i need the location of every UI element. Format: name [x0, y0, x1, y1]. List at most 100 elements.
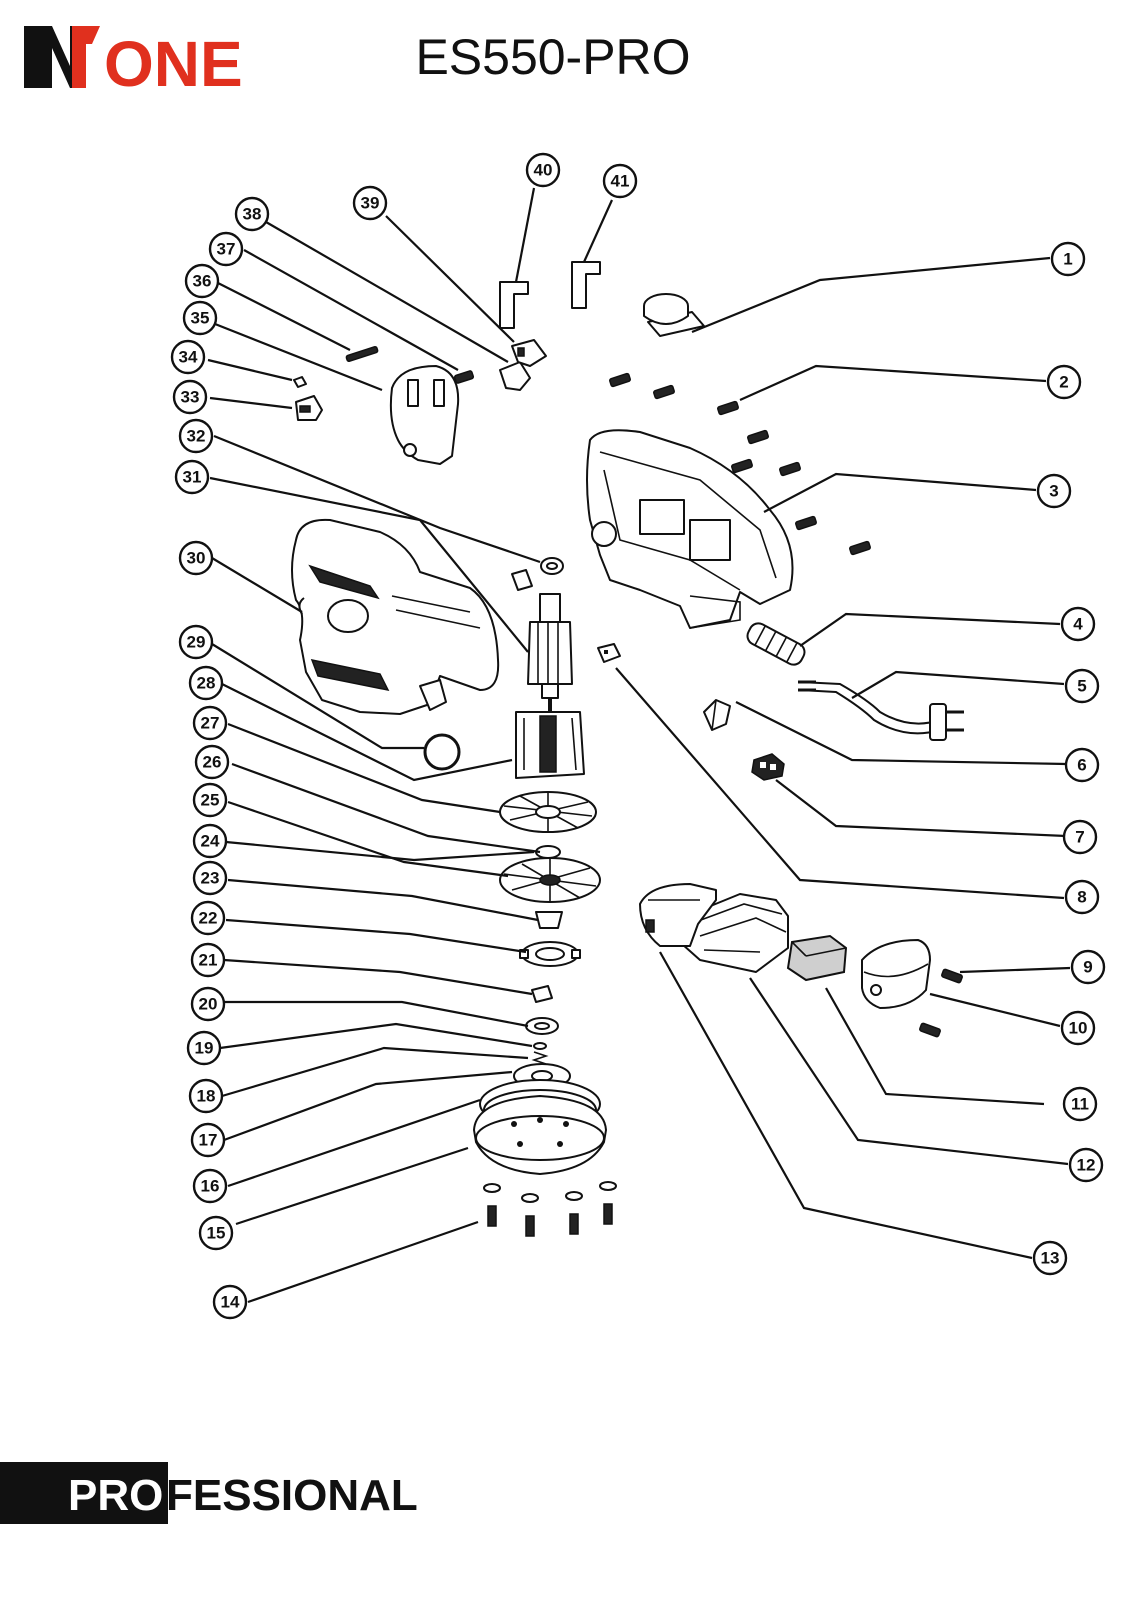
part-15-sanding-pad — [473, 1095, 607, 1175]
callout-17: 17 — [190, 1122, 226, 1158]
part-21-bearing — [525, 1017, 559, 1035]
callout-bubbles: 1 2 3 4 5 6 7 8 9 10 11 12 13 14 15 16 1… — [170, 152, 1106, 1320]
callout-31: 31 — [174, 459, 210, 495]
svg-text:24: 24 — [201, 832, 220, 851]
part-23-bearing-seat — [519, 941, 581, 967]
part-30-motor-housing — [291, 518, 500, 715]
part-11-filter — [786, 934, 848, 982]
callout-24: 24 — [192, 823, 228, 859]
callout-33: 33 — [172, 379, 208, 415]
svg-text:21: 21 — [199, 951, 218, 970]
callout-32: 32 — [178, 418, 214, 454]
svg-text:29: 29 — [187, 633, 206, 652]
part-28-stator — [515, 711, 585, 779]
callout-25: 25 — [192, 782, 228, 818]
svg-text:4: 4 — [1073, 615, 1083, 634]
part-19-spring — [531, 1051, 549, 1065]
callout-22: 22 — [190, 900, 226, 936]
callout-1: 1 — [1050, 241, 1086, 277]
callout-23: 23 — [192, 860, 228, 896]
svg-text:15: 15 — [207, 1224, 226, 1243]
callout-18: 18 — [188, 1078, 224, 1114]
svg-text:26: 26 — [203, 753, 222, 772]
callout-8: 8 — [1064, 879, 1100, 915]
callout-16: 16 — [192, 1168, 228, 1204]
model-title: ES550-PRO — [415, 29, 690, 85]
part-6-switch — [703, 699, 731, 731]
footer-brand: PRO FESSIONAL — [0, 1462, 418, 1524]
svg-text:7: 7 — [1075, 828, 1084, 847]
callout-10: 10 — [1060, 1010, 1096, 1046]
part-1-capacitor — [643, 293, 705, 337]
footer-brand-rest: FESSIONAL — [166, 1471, 418, 1520]
svg-text:41: 41 — [611, 172, 630, 191]
svg-text:2: 2 — [1059, 373, 1068, 392]
svg-text:8: 8 — [1077, 888, 1086, 907]
callout-20: 20 — [190, 986, 226, 1022]
callout-15: 15 — [198, 1215, 234, 1251]
callout-2: 2 — [1046, 364, 1082, 400]
part-29-o-ring — [423, 733, 461, 771]
part-13-dust-port — [639, 883, 717, 947]
part-37-screw — [453, 370, 475, 384]
part-24-spacer — [535, 911, 563, 929]
part-14-screws — [483, 1181, 617, 1237]
logo-text: ONE — [104, 28, 243, 100]
callout-5: 5 — [1064, 668, 1100, 704]
part-38-switch-lever — [499, 361, 531, 391]
part-41-bracket — [571, 261, 601, 309]
svg-text:20: 20 — [199, 995, 218, 1014]
part-39-switch-button — [511, 339, 547, 367]
svg-text:32: 32 — [187, 427, 206, 446]
svg-text:19: 19 — [195, 1039, 214, 1058]
callout-4: 4 — [1060, 606, 1096, 642]
part-22-nut — [531, 985, 553, 1003]
svg-text:9: 9 — [1083, 958, 1092, 977]
callout-3: 3 — [1036, 473, 1072, 509]
svg-text:23: 23 — [201, 869, 220, 888]
part-20-washer — [533, 1042, 547, 1050]
callout-39: 39 — [352, 185, 388, 221]
part-3-housing-half — [586, 429, 794, 629]
svg-text:36: 36 — [193, 272, 212, 291]
svg-text:3: 3 — [1049, 482, 1058, 501]
svg-text:16: 16 — [201, 1177, 220, 1196]
part-brush-holder — [511, 569, 533, 591]
svg-text:39: 39 — [361, 194, 380, 213]
svg-text:31: 31 — [183, 468, 202, 487]
callout-37: 37 — [208, 231, 244, 267]
callout-6: 6 — [1064, 747, 1100, 783]
svg-text:25: 25 — [201, 791, 220, 810]
part-27-fan — [499, 791, 597, 833]
part-33-knob — [295, 395, 323, 421]
callout-29: 29 — [178, 624, 214, 660]
part-35-handle-cover — [389, 365, 460, 465]
part-25-fan — [499, 857, 601, 903]
part-10-dust-box-cap — [861, 939, 931, 1009]
svg-text:11: 11 — [1071, 1095, 1089, 1114]
callout-30: 30 — [178, 540, 214, 576]
svg-text:5: 5 — [1077, 677, 1086, 696]
part-40-bracket — [499, 281, 529, 329]
callout-14: 14 — [212, 1284, 248, 1320]
callout-11: 11 — [1062, 1086, 1098, 1122]
part-4-cord-guard — [746, 622, 806, 666]
svg-text:30: 30 — [187, 549, 206, 568]
part-5-power-cord — [798, 680, 964, 741]
callout-34: 34 — [170, 339, 206, 375]
callout-41: 41 — [602, 163, 638, 199]
footer-brand-bold: PRO — [68, 1471, 163, 1520]
part-2-screws — [609, 372, 871, 556]
svg-text:14: 14 — [221, 1293, 240, 1312]
brand-logo: ONE — [24, 26, 243, 100]
svg-text:10: 10 — [1069, 1019, 1088, 1038]
callout-38: 38 — [234, 196, 270, 232]
svg-text:22: 22 — [199, 909, 218, 928]
svg-text:13: 13 — [1041, 1249, 1060, 1268]
callout-36: 36 — [184, 263, 220, 299]
svg-text:37: 37 — [217, 240, 236, 259]
svg-text:17: 17 — [199, 1131, 218, 1150]
part-31-armature — [527, 593, 573, 712]
svg-text:12: 12 — [1077, 1156, 1096, 1175]
